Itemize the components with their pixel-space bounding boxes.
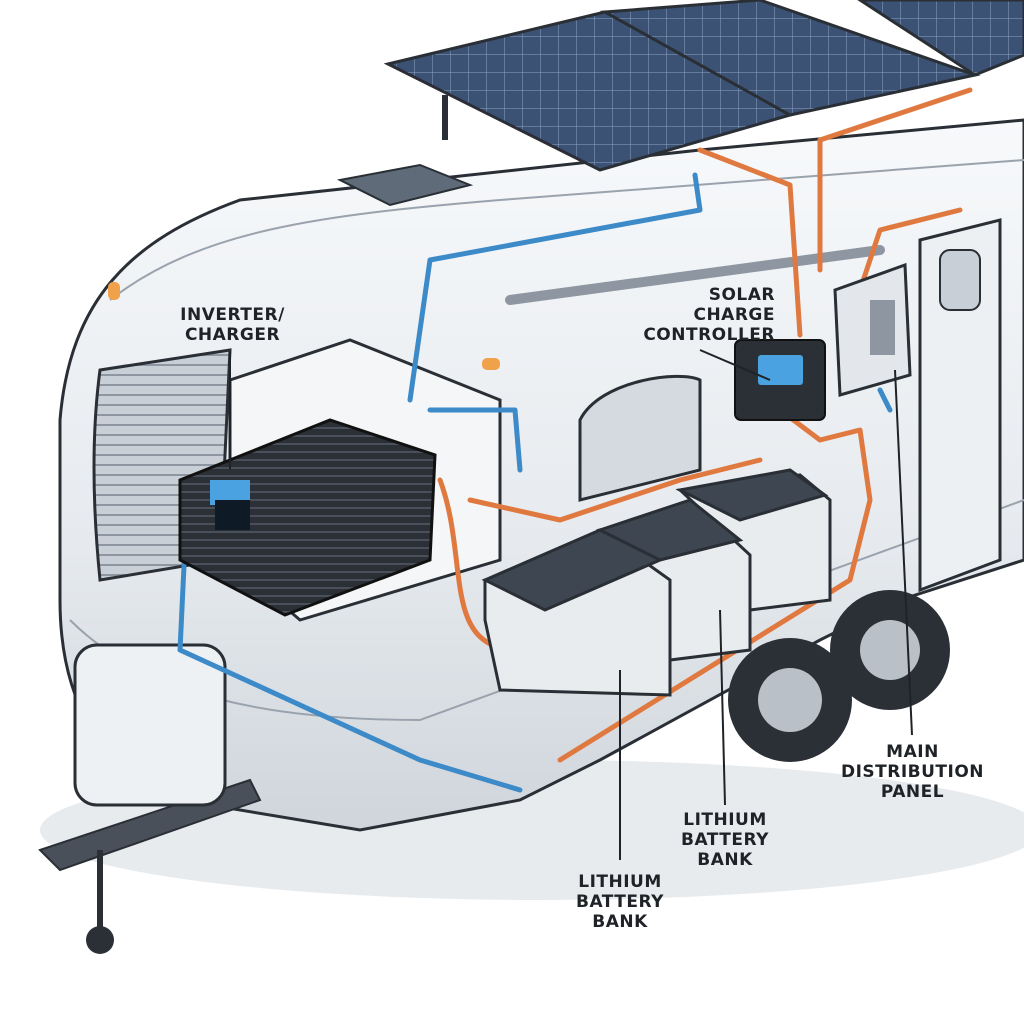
leader-lines [229,349,913,860]
label-line: PANEL [880,782,945,802]
label-line: LITHIUM [578,872,662,892]
solar-panel-3 [857,0,1024,77]
wheel-rear [830,590,950,710]
solar-array [383,0,1024,172]
label-line: DISTRIBUTION [840,762,985,782]
label-lithium-battery-bank-upper: LITHIUM BATTERY BANK [670,810,780,870]
label-lithium-battery-bank-lower: LITHIUM BATTERY BANK [565,872,675,932]
marker-light-front [108,282,120,300]
leader-battery-upper [719,609,726,806]
label-line: SOLAR [708,285,775,305]
label-line: BATTERY [681,830,769,850]
distribution-panel-box [833,262,912,397]
label-line: BANK [697,850,753,870]
side-window [578,374,702,502]
jack-wheel-icon [86,926,114,954]
label-line: LITHIUM [683,810,767,830]
label-solar-charge-controller: SOLAR CHARGE CONTROLLER [615,285,775,345]
label-line: INVERTER/ [180,305,285,325]
inverter-charger-unit [178,418,437,617]
entry-door [918,218,1002,593]
label-line: MAIN [886,742,939,762]
roof-seam [109,159,1024,301]
label-inverter-charger: INVERTER/ CHARGER [160,305,305,345]
roof-vent [336,163,474,207]
label-line: BATTERY [576,892,664,912]
battery-bank [481,468,832,697]
ac-wiring [177,172,893,793]
label-line: BANK [592,912,648,932]
label-line: CHARGER [184,325,281,345]
battery-top-2 [596,498,744,562]
leader-controller [699,349,771,381]
propane-tank-cover [73,643,227,807]
wheel-front [728,638,852,762]
marker-light-side [482,358,500,370]
solar-charge-controller-unit [734,339,826,421]
label-line: CHARGE [693,305,775,325]
door-window [939,249,981,311]
label-main-distribution-panel: MAIN DISTRIBUTION PANEL [835,742,990,802]
battery-top-3 [675,468,829,522]
label-line: CONTROLLER [643,325,775,345]
leader-panel [894,369,913,736]
